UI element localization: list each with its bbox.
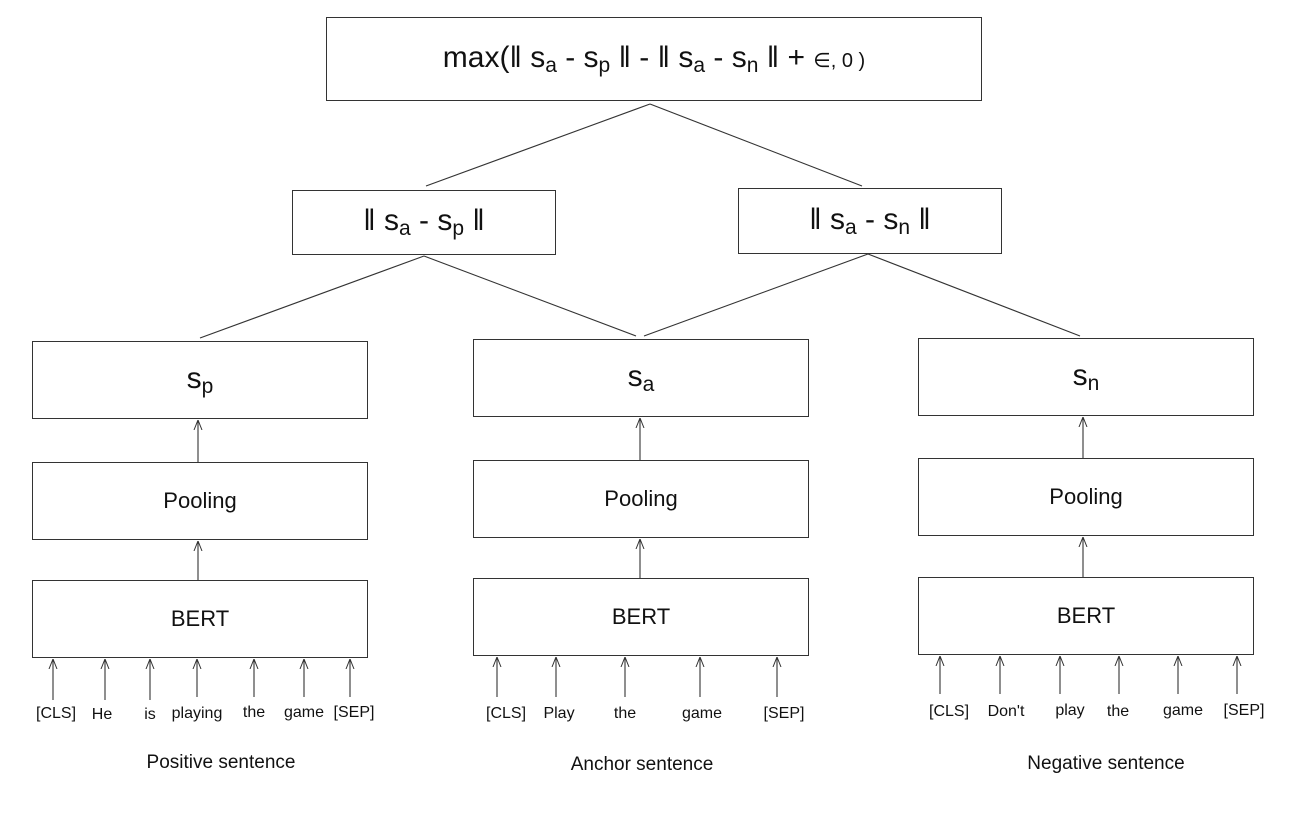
bert-box-anchor: BERT <box>473 578 809 656</box>
token-anchor-3: game <box>681 705 723 722</box>
embedding-box-anchor: sa <box>473 339 809 417</box>
bert-label-positive: BERT <box>170 606 230 631</box>
pooling-box-anchor: Pooling <box>473 460 809 538</box>
pooling-label-positive: Pooling <box>163 488 237 513</box>
embedding-box-positive: sp <box>32 341 368 419</box>
token-positive-3: playing <box>171 705 223 722</box>
distance-anchor-negative: ‖ sa - sn ‖ <box>809 202 931 239</box>
embedding-anchor: sa <box>627 359 655 396</box>
embedding-box-negative: sn <box>918 338 1254 416</box>
bert-box-positive: BERT <box>32 580 368 658</box>
edge-top-to-left <box>425 103 651 187</box>
embedding-negative: sn <box>1072 358 1100 395</box>
edge-right-to-sn <box>867 253 1081 337</box>
triplet-loss-formula: max(‖ sa - sp ‖ - ‖ sa - sn ‖ + ∈, 0 ) <box>442 40 866 77</box>
bert-label-negative: BERT <box>1056 603 1116 628</box>
bert-box-negative: BERT <box>918 577 1254 655</box>
token-anchor-1: Play <box>543 705 575 722</box>
token-negative-2: play <box>1055 702 1085 719</box>
pooling-label-negative: Pooling <box>1049 484 1123 509</box>
token-negative-5: [SEP] <box>1223 702 1265 719</box>
token-anchor-0: [CLS] <box>485 705 527 722</box>
caption-anchor: Anchor sentence <box>570 754 714 775</box>
bert-label-anchor: BERT <box>611 604 671 629</box>
pooling-label-anchor: Pooling <box>604 486 678 511</box>
pooling-box-negative: Pooling <box>918 458 1254 536</box>
distance-anchor-positive-box: ‖ sa - sp ‖ <box>292 190 556 255</box>
distance-anchor-negative-box: ‖ sa - sn ‖ <box>738 188 1002 254</box>
token-positive-0: [CLS] <box>35 705 77 722</box>
token-anchor-4: [SEP] <box>763 705 805 722</box>
token-negative-3: the <box>1106 703 1130 720</box>
token-positive-1: He <box>91 706 113 723</box>
token-anchor-2: the <box>613 705 637 722</box>
pooling-box-positive: Pooling <box>32 462 368 540</box>
token-positive-2: is <box>144 706 156 723</box>
edge-left-to-sp <box>199 255 425 339</box>
caption-negative: Negative sentence <box>1027 753 1185 774</box>
token-positive-6: [SEP] <box>333 704 375 721</box>
embedding-positive: sp <box>186 361 214 398</box>
token-positive-5: game <box>283 704 325 721</box>
edge-left-to-sa <box>423 255 637 337</box>
distance-anchor-positive: ‖ sa - sp ‖ <box>363 204 485 240</box>
caption-positive: Positive sentence <box>146 752 296 773</box>
token-negative-4: game <box>1162 702 1204 719</box>
token-negative-1: Don't <box>987 703 1025 720</box>
edge-top-to-right <box>649 103 863 187</box>
token-negative-0: [CLS] <box>928 703 970 720</box>
token-positive-4: the <box>242 704 266 721</box>
edge-right-to-sa <box>643 253 869 337</box>
triplet-loss-box: max(‖ sa - sp ‖ - ‖ sa - sn ‖ + ∈, 0 ) <box>326 17 982 101</box>
